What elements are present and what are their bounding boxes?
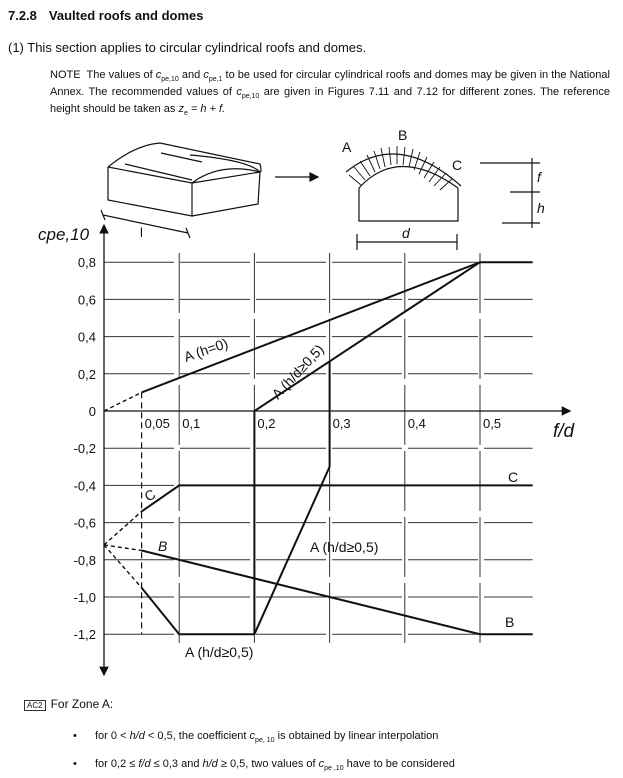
text: ≥ 0,5, two values of [220,758,316,770]
series-dashed-a-h-0- [103,391,142,412]
cpe-chart: 0,8 0,6 0,4 0,2 0 -0,2 -0,4 -0,6 -0,8 -1,0 -1,2 0,0… [38,223,576,677]
x-tick-label: 0,05 [145,416,170,431]
rise-label: f [537,169,543,185]
text: < 0,5, the coefficient [147,730,247,742]
vault-cross-section: A B C d f h [342,127,545,250]
zone-c-label: C [452,157,462,173]
note-label: NOTE [50,69,81,81]
zone-a-title: For Zone A: [50,697,114,711]
y-tick-label: 0,6 [78,292,96,307]
series-line-b [141,549,533,636]
symbol: h/d [202,758,218,770]
bullet-1: for 0 < h/d < 0,5, the coefficient cpe, … [73,730,439,745]
symbol-sub: pe,10 [161,76,179,84]
formula-sub: e [183,110,188,118]
x-tick-label: 0,2 [257,416,275,431]
series-line-a-h-0- [141,261,533,394]
zone-a-label: A [342,139,352,155]
symbol: c [155,69,162,81]
vault-isometric-sketch: l [100,142,320,240]
zone-b-label: B [398,127,407,143]
symbol-sub: pe,1 [208,76,223,84]
text: for 0,2 ≤ [95,758,136,770]
x-tick-label: 0,3 [333,416,351,431]
symbol: c [236,86,242,99]
y-tick-label: -1,0 [74,590,96,605]
x-axis-arrow-icon [561,406,572,416]
length-label: l [140,225,143,240]
y-tick-label: -0,6 [74,516,96,531]
amendment-badge: AC2 [24,700,46,711]
note-text: The values of [86,69,153,81]
y-axis-arrow-down-icon [99,666,109,677]
formula-rest: = h + f. [190,103,226,116]
x-tick-label: 0,1 [182,416,200,431]
symbol-sub: pe ,10 [324,765,344,773]
note-text: and [181,69,201,81]
zone-a-heading: AC2 For Zone A: [24,697,113,711]
label-b-left: B [158,538,167,554]
y-tick-label: -0,8 [74,553,96,568]
section-heading: 7.2.8 Vaulted roofs and domes [8,8,204,23]
series-dashed-b [103,544,142,552]
label-a-upper: A (h/d≥0,5) [268,341,326,402]
y-axis-label: cpe,10 [38,225,90,244]
section-title: Vaulted roofs and domes [48,8,204,23]
symbol: c [203,69,209,81]
series-dashed-c [103,510,143,546]
symbol-sub: pe, 10 [255,737,275,745]
text: is obtained by linear interpolation [277,730,439,742]
bullet-2: for 0,2 ≤ f/d ≤ 0,3 and h/d ≥ 0,5, two v… [73,758,455,773]
y-tick-label: -1,2 [74,627,96,642]
note-text: are given in Figures 7.11 and 7.12 for d… [50,86,610,116]
y-tick-label: -0,2 [74,441,96,456]
diameter-label: d [402,225,411,241]
section-number: 7.2.8 [8,8,37,23]
label-a-mid: A (h/d≥0,5) [310,539,378,555]
series-dashed-a-h-d-0-5-lower [103,544,143,589]
y-tick-label: 0,4 [78,330,96,345]
formula: z [178,103,184,116]
series-line-a-h-d-0-5-upper [253,261,481,635]
y-tick-label: 0,2 [78,367,96,382]
label-b-right: B [505,614,514,630]
paragraph-1: (1) This section applies to circular cyl… [8,40,367,55]
symbol: f/d [138,758,151,770]
x-tick-label: 0,4 [408,416,426,431]
label-c-right: C [508,469,518,485]
x-axis-label: f/d [553,421,576,442]
series-line-a-h-d-0-5-lower [140,361,331,636]
y-tick-label: 0,8 [78,255,96,270]
symbol: h/d [129,730,145,742]
height-label: h [537,200,545,216]
text: for 0 < [95,730,127,742]
note-text: to be used for circular cylindrical roof… [50,69,610,99]
y-tick-label: -0,4 [74,478,96,493]
text: have to be considered [346,758,455,770]
symbol-sub: pe,10 [241,93,260,101]
note: NOTE The values of cpe,10 and cpe,1 to b… [50,69,610,121]
y-axis-arrow-icon [99,223,109,234]
symbol: c [249,730,256,742]
x-tick-label: 0,5 [483,416,501,431]
text: ≤ 0,3 and [153,758,200,770]
label-a-bottom: A (h/d≥0,5) [185,644,253,660]
symbol: c [318,758,325,770]
series-line-c [141,484,533,513]
y-tick-label: 0 [89,404,96,419]
